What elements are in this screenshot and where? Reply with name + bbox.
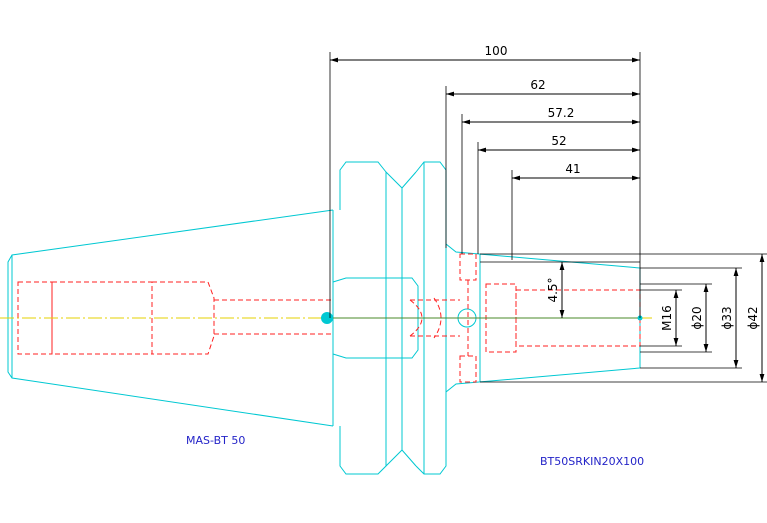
neck-bottom <box>445 367 641 466</box>
hidden-screw-top <box>459 253 477 281</box>
taper-name-label: MAS-BT 50 <box>186 434 245 447</box>
gauge-point-marker <box>321 312 333 324</box>
hidden-bore-step <box>152 281 215 355</box>
part-number-label: BT50SRKIN20X100 <box>540 455 644 468</box>
dim-text-100: 100 <box>485 44 508 58</box>
dim-text-d42: ϕ42 <box>746 306 760 329</box>
dim-text-52: 52 <box>551 134 566 148</box>
v-groove-bottom <box>385 449 417 467</box>
angle-dimension: 4.5° <box>480 261 640 318</box>
dim-text-m16: M16 <box>660 305 674 331</box>
v-groove-top <box>385 171 417 189</box>
taper-shank-outline <box>7 209 334 427</box>
hidden-chamber-arc <box>409 299 423 337</box>
neck-top <box>445 170 641 269</box>
dim-text-41: 41 <box>565 162 580 176</box>
hidden-chamber-arc-2 <box>433 297 442 339</box>
dim-text-d33: ϕ33 <box>720 306 734 329</box>
length-dimensions: 100 62 57.2 52 41 <box>329 44 641 318</box>
hidden-screw-bottom <box>459 355 477 383</box>
angle-dim-text: 4.5° <box>546 277 560 302</box>
dim-text-57-2: 57.2 <box>548 106 575 120</box>
dim-text-d20: ϕ20 <box>690 306 704 329</box>
dim-text-62: 62 <box>530 78 545 92</box>
diameter-dimensions: M16 ϕ20 ϕ33 ϕ42 <box>480 253 767 383</box>
